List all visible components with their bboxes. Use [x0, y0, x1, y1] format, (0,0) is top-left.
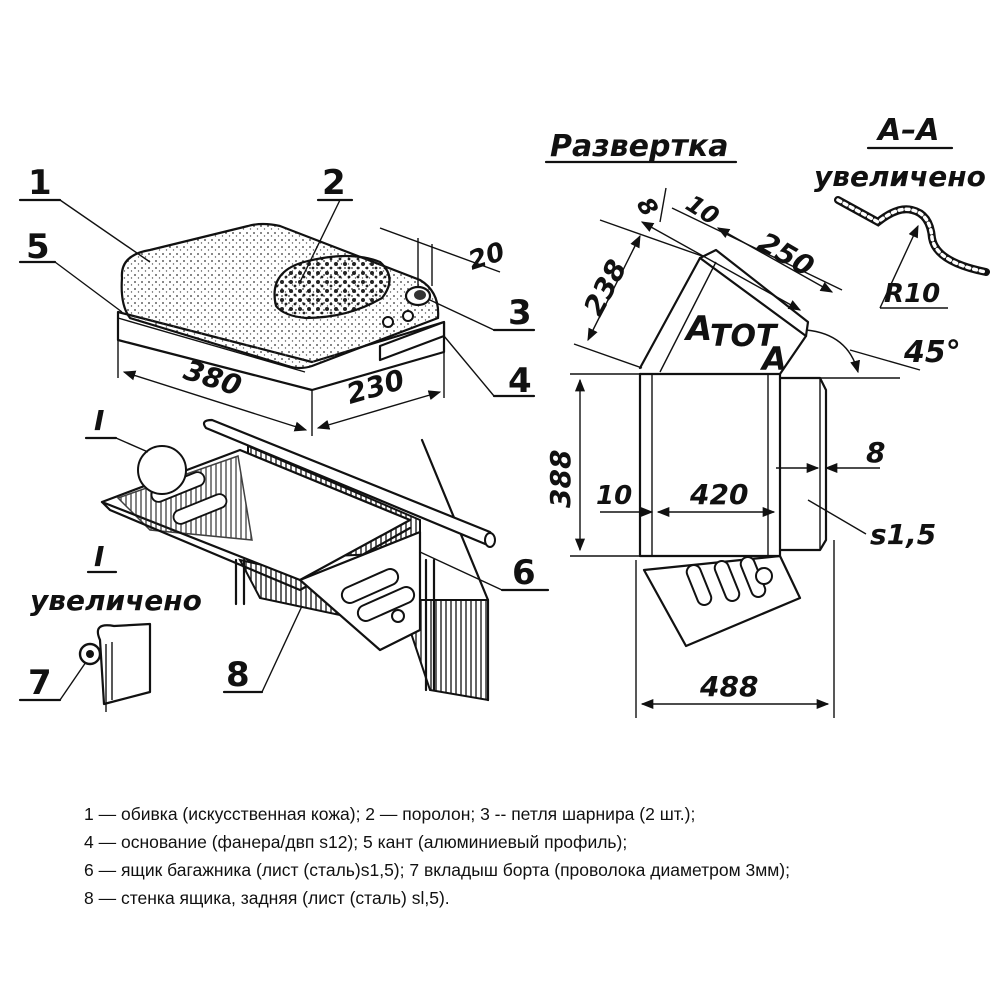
legend-line-4: 8 — стенка ящика, задняя (лист (сталь) s… — [84, 888, 450, 908]
seat-dimensions — [117, 227, 501, 436]
panel-letter-a-2: А — [759, 340, 787, 378]
seat-leaders — [18, 198, 536, 398]
dim-420: 420 — [689, 478, 748, 511]
dim-8-mid: 8 — [866, 436, 885, 469]
flat-pattern-dimensions — [570, 187, 921, 718]
part-label-3: 3 — [508, 293, 532, 333]
section-aa-title: А–А — [876, 113, 939, 148]
part-label-5: 5 — [26, 227, 50, 267]
detail-mark-i-top: I — [94, 404, 104, 437]
flat-pattern-title: Развертка — [550, 129, 728, 164]
detail-i-caption: увеличено — [30, 584, 202, 617]
section-aa-caption: увеличено — [814, 160, 986, 193]
dim-10-top: 10 — [681, 189, 724, 230]
dim-388: 388 — [544, 450, 577, 508]
part-label-4: 4 — [508, 361, 532, 401]
dim-488: 488 — [699, 670, 758, 703]
dim-s15: s1,5 — [870, 518, 936, 551]
panel-letters-t-o: ТОТ — [710, 319, 779, 354]
detail-i — [18, 570, 152, 712]
legend-line-2: 4 — основание (фанера/двп s12); 5 кант (… — [84, 832, 628, 852]
legend-line-3: 6 — ящик багажника (лист (сталь)s1,5); 7… — [84, 860, 790, 880]
section-aa-profile — [834, 196, 990, 309]
legend-line-1: 1 — обивка (искусственная кожа); 2 — пор… — [84, 804, 696, 824]
dim-10-mid: 10 — [596, 481, 632, 511]
seat-cushion — [116, 222, 446, 392]
part-label-7: 7 — [28, 663, 52, 703]
trunk-leaders — [84, 436, 550, 694]
section-aa-radius: R10 — [884, 279, 940, 309]
dim-45: 45° — [903, 335, 961, 370]
part-label-8: 8 — [226, 655, 250, 695]
dim-20: 20 — [465, 237, 509, 277]
detail-mark-i-bottom: I — [94, 540, 104, 573]
technical-drawing: 1 5 2 3 4 20 380 230 — [18, 113, 990, 718]
part-label-6: 6 — [512, 553, 536, 593]
dim-8-top: 8 — [631, 192, 664, 221]
part-label-1: 1 — [28, 163, 52, 203]
panel-letter-a-1: А — [683, 309, 712, 349]
trunk-box — [100, 418, 496, 702]
legend-caption: 1 — обивка (искусственная кожа); 2 — пор… — [84, 800, 984, 912]
part-label-2: 2 — [322, 163, 346, 203]
hinge-knob — [404, 285, 432, 307]
